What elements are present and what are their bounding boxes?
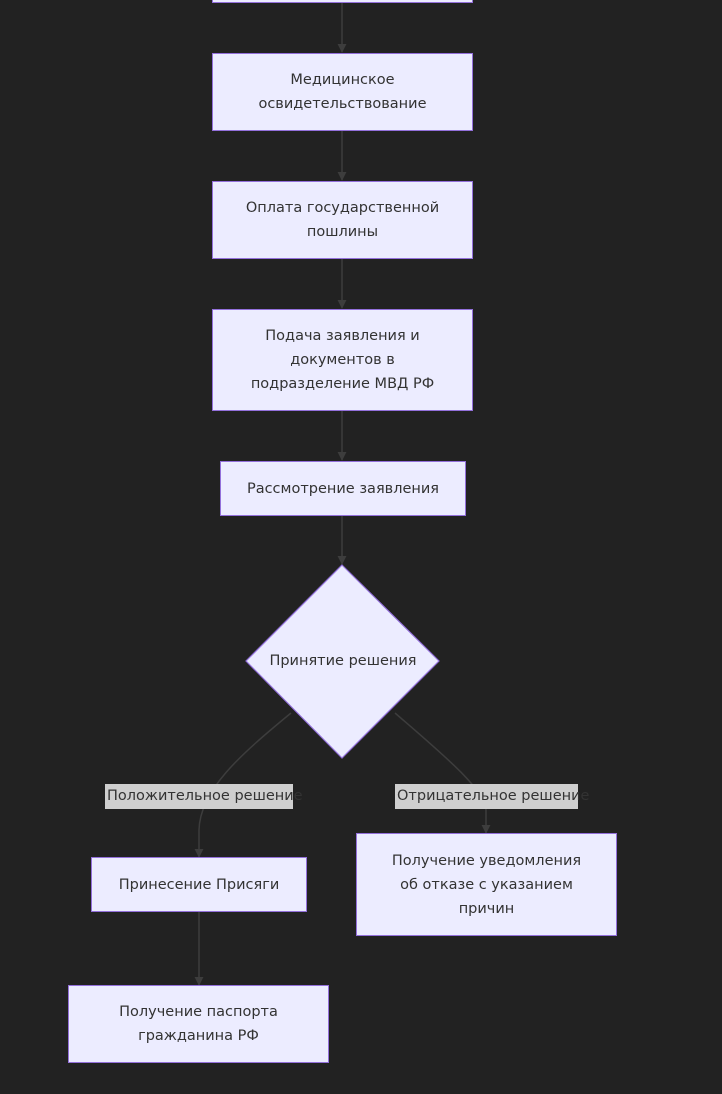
refusal-notice-node: Получение уведомления об отказе с указан… [356, 833, 617, 936]
edge-decision-to-refusal [394, 712, 491, 834]
node-text-line: об отказе с указанием [400, 876, 573, 893]
application-review-node: Рассмотрение заявления [220, 461, 466, 516]
node-text-line: пошлины [306, 224, 379, 240]
node-text-line: гражданина РФ [138, 1028, 259, 1044]
edge-decision-to-oath [194, 712, 292, 858]
node-text-line: документов в [290, 352, 395, 368]
positive-decision-label: Положительное решение [105, 784, 303, 809]
decision-diamond [245, 564, 440, 759]
node-text-line: Получение уведомления [391, 852, 582, 869]
application-submission-node: Подача заявления и документов в подразде… [212, 309, 473, 411]
node-text-line: причин [458, 900, 515, 917]
decision-node-label: Принятие решения [269, 653, 417, 669]
node-text-line: Оплата государственной [245, 200, 440, 216]
node-text-line: Получение паспорта [119, 1004, 278, 1020]
node-text-line: подразделение МВД РФ [250, 376, 435, 392]
oath-node: Принесение Присяги [91, 857, 307, 912]
node-text-line: Принесение Присяги [118, 876, 280, 893]
node-text-line: Подача заявления и [265, 328, 420, 344]
passport-node: Получение паспорта гражданина РФ [68, 985, 329, 1063]
previous-step-node [212, 0, 473, 3]
state-fee-node: Оплата государственной пошлины [212, 181, 473, 259]
node-text-line: Рассмотрение заявления [246, 480, 440, 497]
node-text-line: освидетельствование [258, 96, 427, 112]
node-text-line: Медицинское [290, 72, 395, 88]
medical-examination-node: Медицинское освидетельствование [212, 53, 473, 131]
negative-decision-label: Отрицательное решение [395, 784, 589, 809]
